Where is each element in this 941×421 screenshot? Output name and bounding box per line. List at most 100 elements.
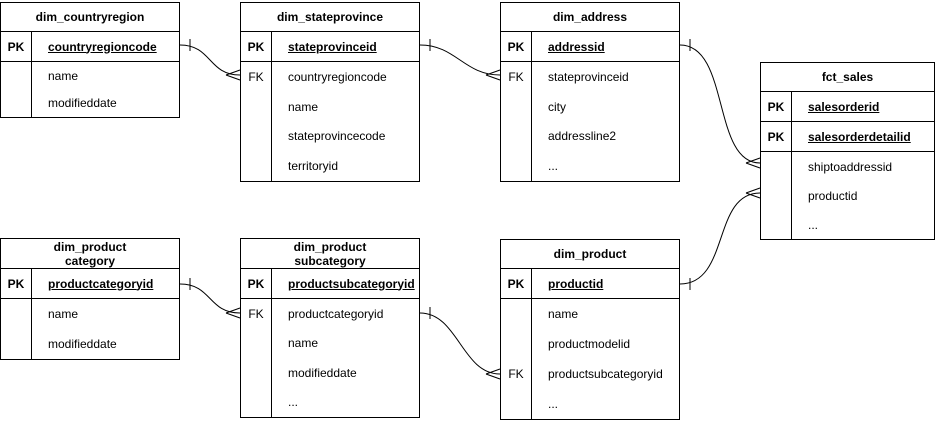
field-name: modifieddate — [48, 96, 117, 111]
table-row: ... — [501, 389, 679, 419]
crowfoot-many — [745, 157, 761, 169]
field-name: salesorderid — [808, 99, 880, 114]
table-row: territoryid — [241, 151, 419, 181]
table-row: name — [1, 62, 179, 90]
table-row: PK productsubcategoryid — [241, 269, 419, 299]
field-name: territoryid — [288, 159, 339, 174]
field-name: shiptoaddressid — [808, 159, 893, 174]
field-name: modifieddate — [288, 365, 357, 380]
pk-label: PK — [1, 269, 32, 298]
fk-label: FK — [241, 62, 272, 92]
field-name: salesorderdetailid — [808, 129, 911, 144]
entity-title: dim_stateprovince — [241, 3, 419, 32]
key-cell — [761, 210, 792, 239]
entity-title-text: dim_product — [553, 247, 627, 261]
relationship-stateprovince-address — [419, 39, 501, 81]
key-cell — [241, 121, 272, 152]
key-cell — [241, 387, 272, 417]
table-row: ... — [501, 151, 679, 181]
field-name: name — [48, 307, 79, 321]
field-name: productcategoryid — [48, 276, 154, 291]
table-row: name — [241, 328, 419, 358]
entity-title: fct_sales — [761, 63, 934, 92]
entity-title-text: dim_product — [293, 239, 367, 254]
table-row: FK productsubcategoryid — [501, 359, 679, 389]
field-name: stateprovinceid — [548, 69, 629, 84]
field-name: ... — [548, 159, 559, 174]
field-name: addressline2 — [548, 129, 617, 144]
entity-dim-productsubcategory: dim_product subcategory PK productsubcat… — [240, 238, 420, 418]
key-cell — [501, 329, 532, 359]
entity-fct-sales: fct_sales PK salesorderid PK salesorderd… — [760, 62, 935, 240]
table-row: addressline2 — [501, 121, 679, 152]
table-row: productid — [761, 181, 934, 210]
entity-title: dim_countryregion — [1, 3, 179, 32]
key-cell — [1, 62, 32, 90]
entity-title-text: fct_sales — [821, 70, 874, 84]
relationship-subcategory-product — [419, 307, 501, 380]
fk-label: FK — [501, 62, 532, 92]
field-name: addressid — [548, 39, 605, 54]
pk-label: PK — [241, 32, 272, 61]
table-row: stateprovincecode — [241, 121, 419, 152]
crowfoot-many — [225, 307, 241, 319]
crowfoot-many — [485, 368, 501, 380]
table-row: FK productcategoryid — [241, 299, 419, 329]
relationship-countryregion-stateprovince — [179, 39, 241, 81]
field-name: modifieddate — [48, 337, 117, 351]
table-row: name — [1, 299, 179, 329]
pk-label: PK — [761, 122, 792, 151]
field-name: ... — [548, 397, 559, 411]
entity-title-text: dim_countryregion — [35, 10, 145, 24]
field-name: productsubcategoryid — [288, 276, 415, 291]
table-row: modifieddate — [241, 358, 419, 388]
entity-dim-address: dim_address PK addressid FK stateprovinc… — [500, 2, 680, 182]
table-row: ... — [761, 210, 934, 239]
field-name: name — [48, 68, 79, 83]
entity-title-text: dim_stateprovince — [276, 10, 384, 24]
table-row: FK stateprovinceid — [501, 62, 679, 92]
pk-label: PK — [761, 92, 792, 121]
relationship-category-subcategory — [179, 278, 241, 319]
field-name: city — [548, 99, 566, 114]
table-row: city — [501, 91, 679, 122]
field-name: productid — [808, 188, 858, 203]
field-name: countryregioncode — [288, 69, 387, 84]
field-name: name — [548, 307, 579, 321]
key-cell — [501, 299, 532, 329]
field-name: name — [288, 336, 319, 351]
field-name: productmodelid — [548, 337, 631, 351]
entity-dim-countryregion: dim_countryregion PK countryregioncode n… — [0, 2, 180, 118]
field-name: ... — [808, 217, 819, 232]
fk-label: FK — [501, 359, 532, 389]
key-cell — [501, 151, 532, 181]
table-row: PK productid — [501, 269, 679, 299]
pk-label: PK — [501, 32, 532, 61]
crowfoot-many — [745, 187, 761, 199]
fk-label: FK — [241, 299, 272, 329]
key-cell — [1, 299, 32, 329]
field-name: name — [288, 99, 319, 114]
key-cell — [241, 151, 272, 181]
field-name: stateprovinceid — [288, 39, 377, 54]
field-name: productid — [548, 276, 604, 291]
key-cell — [501, 91, 532, 122]
table-row: name — [501, 299, 679, 329]
entity-dim-stateprovince: dim_stateprovince PK stateprovinceid FK … — [240, 2, 420, 182]
key-cell — [241, 358, 272, 388]
table-row: FK countryregioncode — [241, 62, 419, 92]
field-name: productcategoryid — [288, 306, 384, 321]
table-row: PK stateprovinceid — [241, 32, 419, 62]
table-row: PK productcategoryid — [1, 269, 179, 299]
table-row: modifieddate — [1, 89, 179, 117]
entity-title-text: dim_address — [552, 10, 628, 24]
crowfoot-many — [225, 69, 241, 81]
key-cell — [501, 389, 532, 419]
table-row: name — [241, 91, 419, 122]
pk-label: PK — [241, 269, 272, 298]
table-row: ... — [241, 387, 419, 417]
pk-label: PK — [501, 269, 532, 298]
key-cell — [761, 181, 792, 210]
table-row: modifieddate — [1, 329, 179, 359]
key-cell — [761, 152, 792, 181]
